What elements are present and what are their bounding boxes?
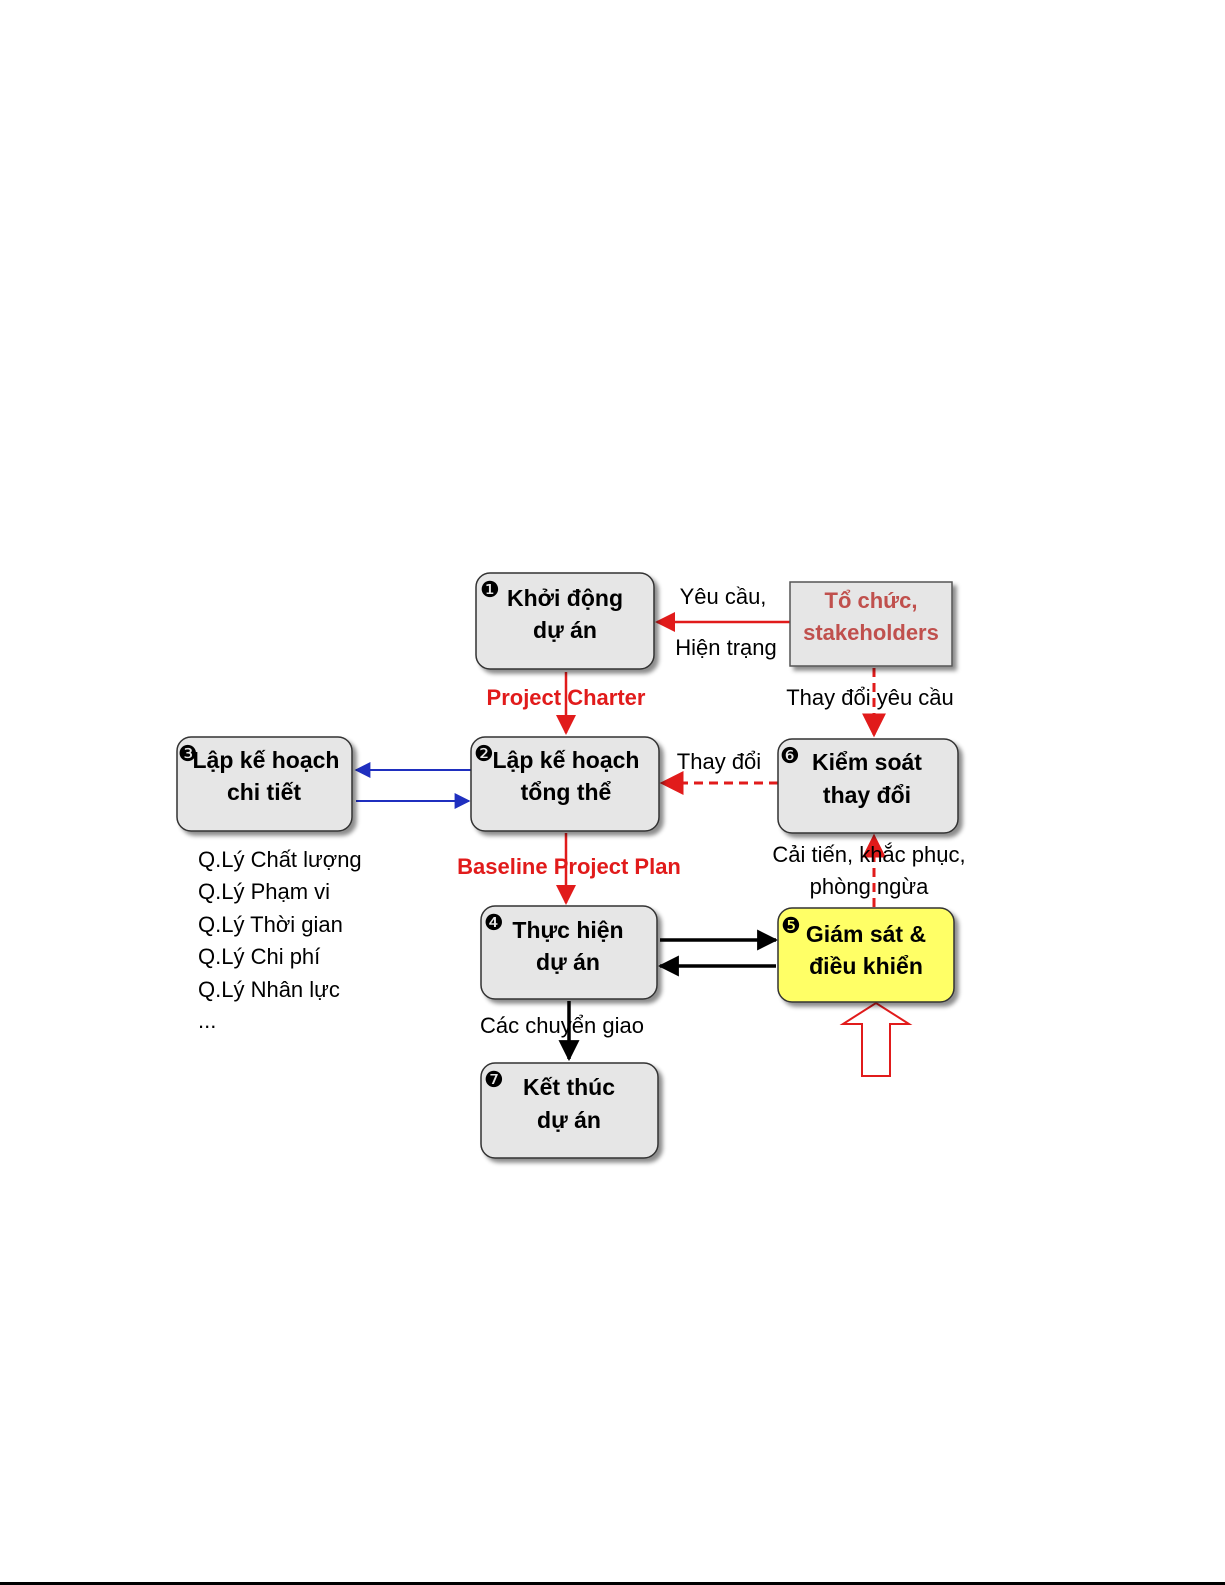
node-title: Lập kế hoạch	[193, 747, 340, 773]
step-number: ❸	[178, 742, 198, 767]
node-detailed-planning: ❸ Lập kế hoạch chi tiết	[176, 736, 353, 832]
list-item: Q.Lý Phạm vi	[198, 879, 330, 904]
input-block-arrow	[839, 1001, 913, 1077]
node-title: Kiểm soát	[812, 749, 922, 775]
node-overall-planning: ❷ Lập kế hoạch tổng thể	[470, 736, 660, 832]
org-subtitle: stakeholders	[803, 620, 939, 645]
node-title: Thực hiện	[512, 917, 623, 943]
label-current-state: Hiện trạng	[675, 635, 777, 660]
label-changes: Thay đổi	[677, 749, 761, 774]
step-number: ❻	[780, 744, 800, 769]
node-monitoring: ❺ Giám sát & điều khiển	[777, 907, 955, 1003]
step-number: ❺	[781, 914, 801, 939]
list-item: ...	[198, 1008, 216, 1033]
node-title: Giám sát &	[806, 921, 926, 947]
label-requirements: Yêu cầu,	[680, 584, 767, 609]
node-closing: ❼ Kết thúc dự án	[480, 1062, 659, 1159]
label-deliverables: Các chuyển giao	[480, 1013, 644, 1038]
node-subtitle: thay đổi	[823, 782, 911, 808]
node-execution: ❹ Thực hiện dự án	[480, 905, 658, 1000]
label-preventive: phòng ngừa	[810, 874, 929, 899]
label-improvement-corrective: Cải tiến, khắc phục,	[772, 842, 965, 867]
node-initiation: ❶ Khởi động dự án	[475, 572, 655, 670]
step-number: ❶	[480, 578, 500, 603]
list-item: Q.Lý Nhân lực	[198, 977, 340, 1002]
node-change-control: ❻ Kiểm soát thay đổi	[777, 738, 959, 834]
node-title: Khởi động	[507, 585, 623, 611]
node-title: Kết thúc	[523, 1074, 615, 1100]
label-baseline-project-plan: Baseline Project Plan	[457, 854, 681, 879]
org-title: Tổ chức,	[825, 588, 918, 613]
list-item: Q.Lý Chi phí	[198, 944, 320, 969]
management-areas-list: Q.Lý Chất lượng Q.Lý Phạm vi Q.Lý Thời g…	[198, 847, 362, 1033]
node-subtitle: điều khiển	[809, 953, 923, 979]
node-subtitle: dự án	[537, 1107, 601, 1133]
node-subtitle: chi tiết	[227, 779, 301, 805]
node-subtitle: tổng thể	[521, 779, 612, 805]
list-item: Q.Lý Chất lượng	[198, 847, 362, 872]
node-organization: Tổ chức, stakeholders	[789, 581, 953, 667]
label-change-requests: Thay đổi yêu cầu	[786, 685, 954, 710]
step-number: ❼	[484, 1068, 504, 1093]
label-project-charter: Project Charter	[487, 685, 646, 710]
page-bottom-rule	[0, 1582, 1225, 1585]
node-subtitle: dự án	[533, 617, 597, 643]
node-title: Lập kế hoạch	[493, 747, 640, 773]
step-number: ❷	[474, 742, 494, 767]
list-item: Q.Lý Thời gian	[198, 912, 343, 937]
node-subtitle: dự án	[536, 949, 600, 975]
step-number: ❹	[484, 911, 504, 936]
